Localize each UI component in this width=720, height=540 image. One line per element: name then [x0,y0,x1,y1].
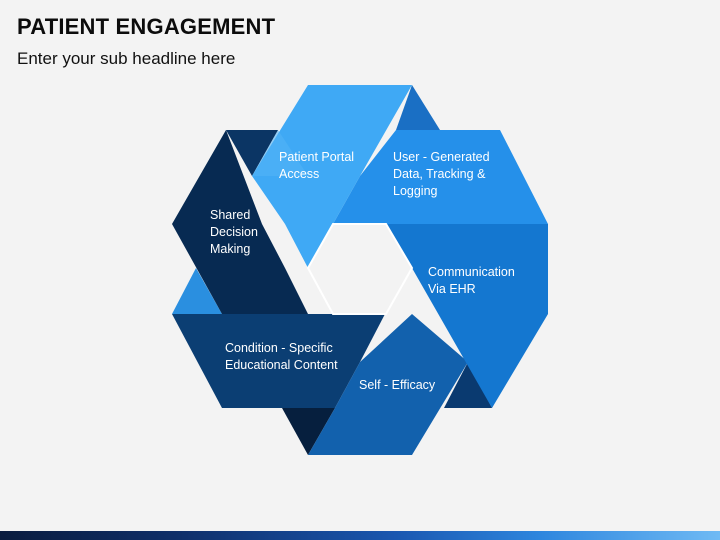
label-line: Making [210,242,250,256]
label-line: Patient Portal [279,150,354,164]
fold-shade-left [172,268,222,314]
label-patient-portal-access: Patient Portal Access [279,150,358,181]
fold-shade-lower-right [444,362,492,408]
label-line: User - Generated [393,150,490,164]
label-self-efficacy: Self - Efficacy [359,378,436,392]
segment-user-generated-data [333,130,548,224]
label-shared-decision-making: Shared Decision Making [210,208,261,256]
label-user-generated-data: User - Generated Data, Tracking & Loggin… [393,150,493,198]
segment-self-efficacy [308,314,468,455]
label-line: Access [279,167,319,181]
label-line: Via EHR [428,282,476,296]
page-title: PATIENT ENGAGEMENT [17,14,276,39]
footer-gradient-bar [0,531,720,540]
center-hexagon [306,223,414,315]
segment-shared-decision-making [172,130,308,314]
fold-shade-bottom [282,408,335,455]
label-communication-ehr: Communication Via EHR [428,265,518,296]
label-line: Educational Content [225,358,338,372]
label-line: Decision [210,225,258,239]
label-line: Shared [210,208,250,222]
label-line: Self - Efficacy [359,378,436,392]
label-condition-specific-content: Condition - Specific Educational Content [225,341,338,372]
label-line: Logging [393,184,438,198]
segment-communication-ehr [386,224,548,408]
fold-shade-upper-left [226,130,278,176]
label-line: Condition - Specific [225,341,333,355]
segment-patient-portal-access [252,85,412,268]
label-line: Communication [428,265,515,279]
page-subtitle: Enter your sub headline here [17,49,236,68]
fold-highlight-top [252,130,308,176]
fold-shade-top [396,85,440,130]
label-line: Data, Tracking & [393,167,486,181]
segment-condition-specific-content [172,314,385,408]
